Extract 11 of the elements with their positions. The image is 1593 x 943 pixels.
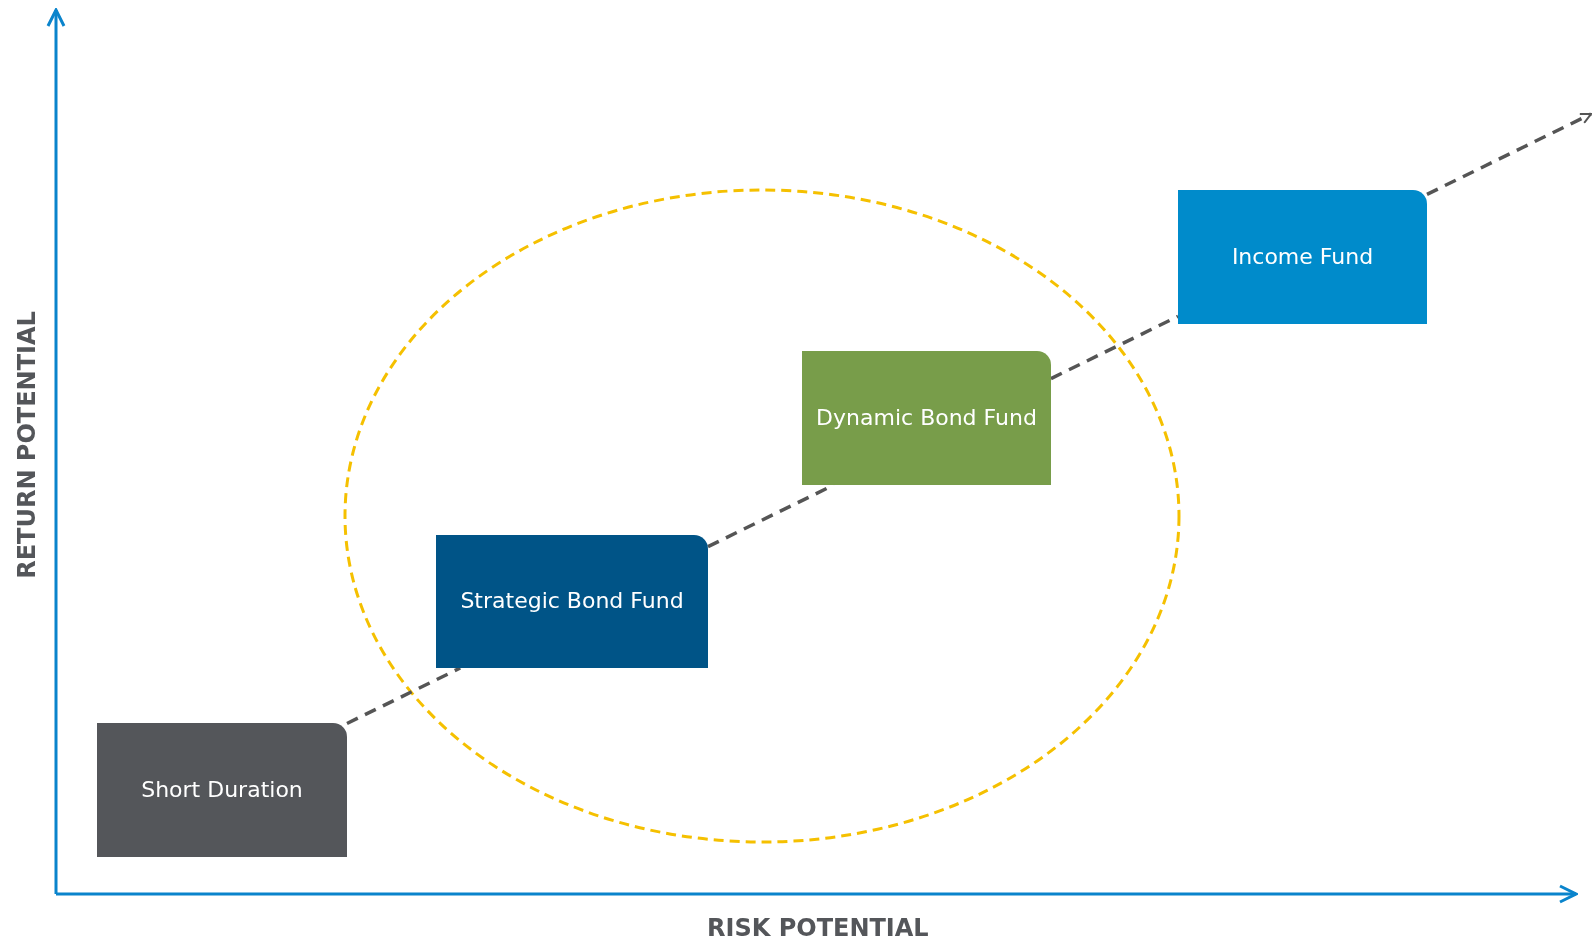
fund-box [436, 535, 708, 668]
dashed-arrow [1426, 112, 1592, 196]
fund-label: Short Duration [141, 775, 303, 804]
fund-box [97, 723, 347, 857]
y-axis-title: RETURN POTENTIAL [12, 311, 41, 579]
fund-label: Dynamic Bond Fund [816, 403, 1037, 432]
x-axis-title: RISK POTENTIAL [707, 914, 929, 942]
fund-box [802, 351, 1051, 485]
fund-box [1178, 190, 1427, 324]
fund-label: Strategic Bond Fund [460, 587, 684, 616]
fund-label: Income Fund [1231, 242, 1374, 271]
